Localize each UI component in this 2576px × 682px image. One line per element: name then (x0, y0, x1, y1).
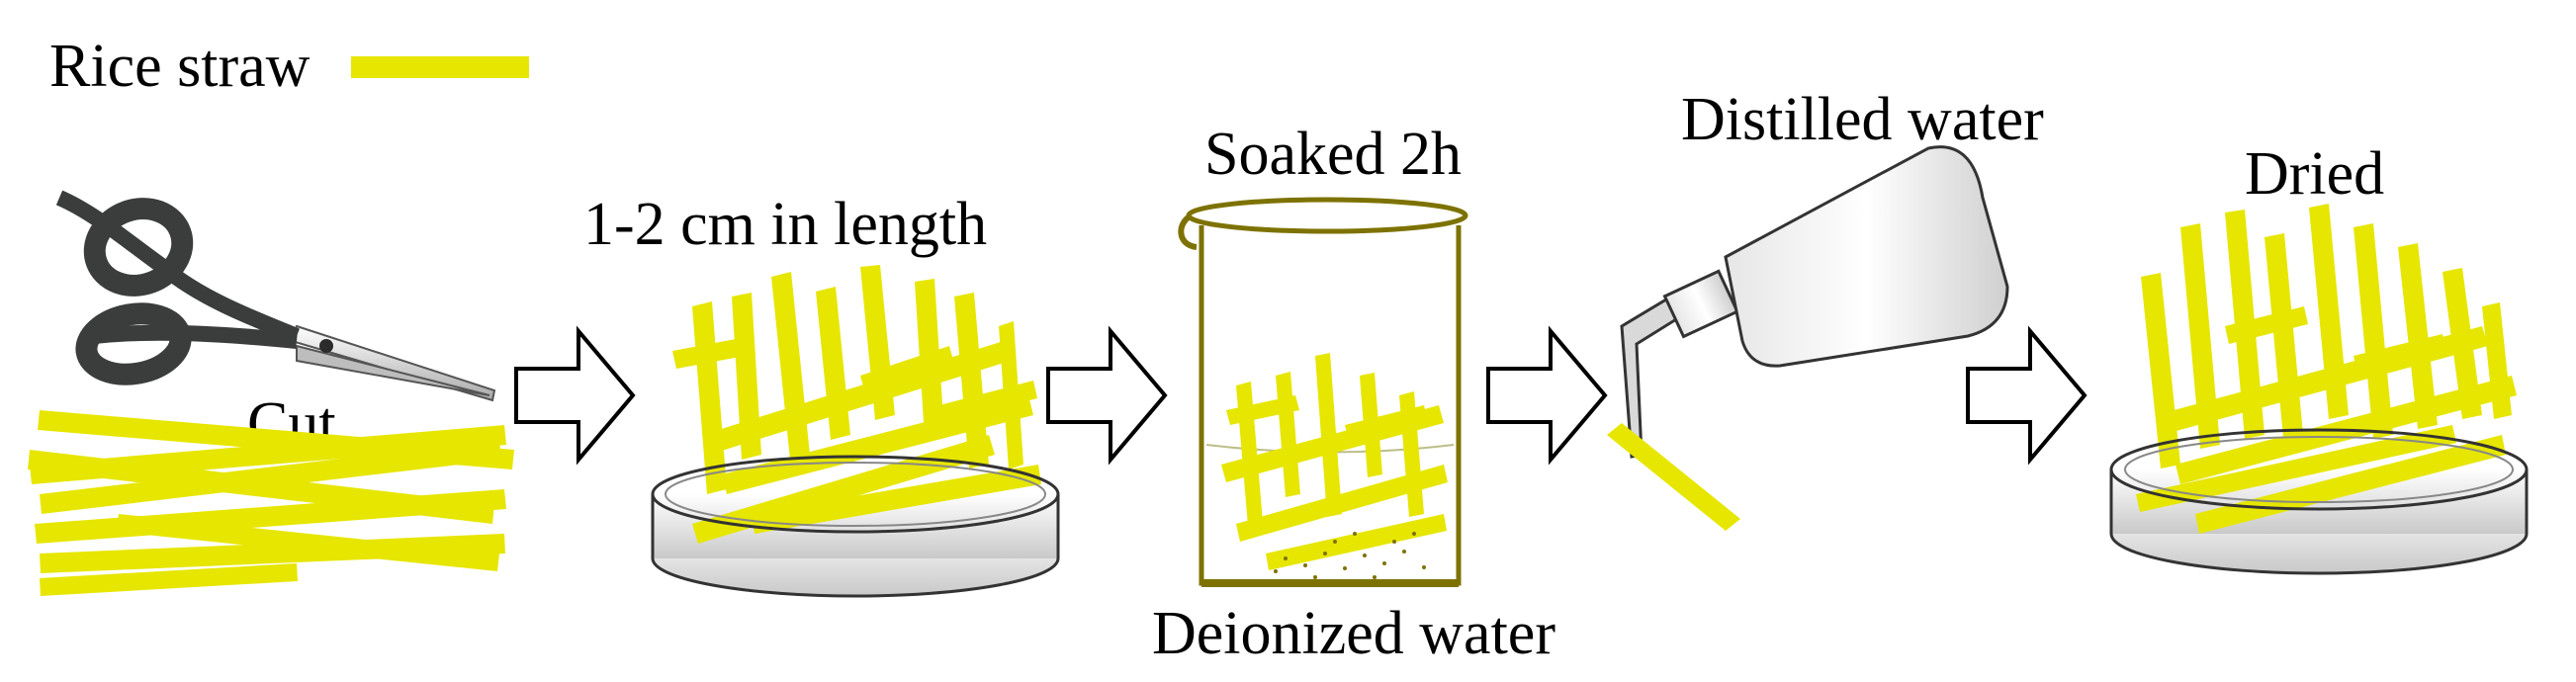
beaker-icon (1178, 197, 1468, 587)
washed-straw (1607, 423, 1740, 531)
petri-dish-rim (651, 455, 1060, 534)
step-length-label: 1-2 cm in length (583, 191, 988, 258)
arrow-right-icon (1966, 325, 2087, 466)
petri-dish-rim (2109, 428, 2529, 511)
legend-swatch (351, 56, 529, 78)
wash-bottle-icon (1620, 145, 2009, 459)
scissors-icon (55, 190, 496, 402)
step-soaked-label: Soaked 2h (1204, 121, 1463, 188)
legend-label: Rice straw (49, 33, 311, 100)
beaker-straw-pile (1221, 353, 1448, 570)
arrow-right-icon (1046, 325, 1168, 466)
step-deionized-label: Deionized water (1152, 600, 1555, 667)
long-straw-bundle (28, 410, 514, 596)
arrow-right-icon (514, 325, 636, 466)
step-distilled-label: Distilled water (1681, 86, 2044, 153)
beaker-sediment (1274, 532, 1426, 579)
step-dried-label: Dried (2245, 140, 2385, 208)
short-straw-pile (672, 265, 1041, 544)
arrow-right-icon (1486, 325, 1608, 466)
